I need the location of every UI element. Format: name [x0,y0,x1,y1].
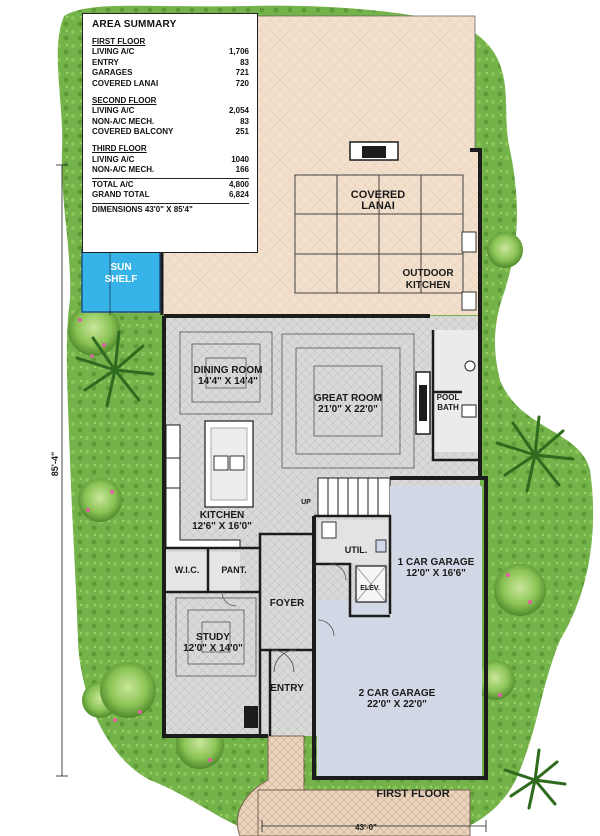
label-great-room: GREAT ROOM [314,393,382,404]
two-car-garage-floor [317,600,482,776]
label-pantry: PANT. [221,565,246,575]
label-one-car-garage: 1 CAR GARAGE [398,557,475,568]
summary-row: NON-A/C MECH.166 [92,165,249,175]
label-sun-shelf: SUN [110,262,131,273]
floor-name-label: FIRST FLOOR [376,788,449,800]
first-floor-heading: FIRST FLOOR [92,36,146,46]
one-car-garage-floor [390,486,482,614]
pool-deck [254,15,476,152]
label-util: UTIL. [345,545,368,555]
label-pool-bath-2: BATH [437,403,459,412]
dimensions-row: DIMENSIONS 43'0" X 85'4" [92,202,249,216]
label-sun-shelf-2: SHELF [105,274,138,285]
label-entry: ENTRY [270,683,304,694]
second-floor-heading: SECOND FLOOR [92,95,157,105]
label-great-room-size: 21'0" X 22'0" [318,404,378,415]
label-outdoor-kitchen: OUTDOOR [402,268,454,279]
label-wic: W.I.C. [175,565,200,575]
label-two-car-garage: 2 CAR GARAGE [359,688,436,699]
height-dimension-label: 85'-4" [50,452,60,476]
label-kitchen: KITCHEN [200,510,244,521]
dimension-lines [56,164,487,832]
label-two-car-garage-size: 22'0" X 22'0" [367,699,427,710]
label-outdoor-kitchen-2: KITCHEN [406,280,450,291]
area-summary-title: AREA SUMMARY [92,19,177,30]
label-dining-room-size: 14'4" X 14'4" [198,376,258,387]
label-foyer: FOYER [270,598,305,609]
label-elevator: ELEV. [360,585,380,592]
staircase [317,477,391,517]
label-covered-lanai: COVERED [351,189,405,201]
label-kitchen-size: 12'6" X 16'0" [192,521,252,532]
label-pool-bath: POOL [437,393,460,402]
label-study-size: 12'0" X 14'0" [183,643,243,654]
ceiling-details [179,331,415,469]
label-study: STUDY [196,632,230,643]
exterior-walls [162,314,488,780]
label-one-car-garage-size: 12'0" X 16'6" [406,568,466,579]
label-dining-room: DINING ROOM [194,365,263,376]
label-up: UP [301,499,311,506]
label-covered-lanai-2: LANAI [361,200,395,212]
third-floor-heading: THIRD FLOOR [92,143,147,153]
summary-row: NON-A/C MECH.83 [92,116,249,126]
width-dimension-label: 43'-0" [355,823,377,832]
